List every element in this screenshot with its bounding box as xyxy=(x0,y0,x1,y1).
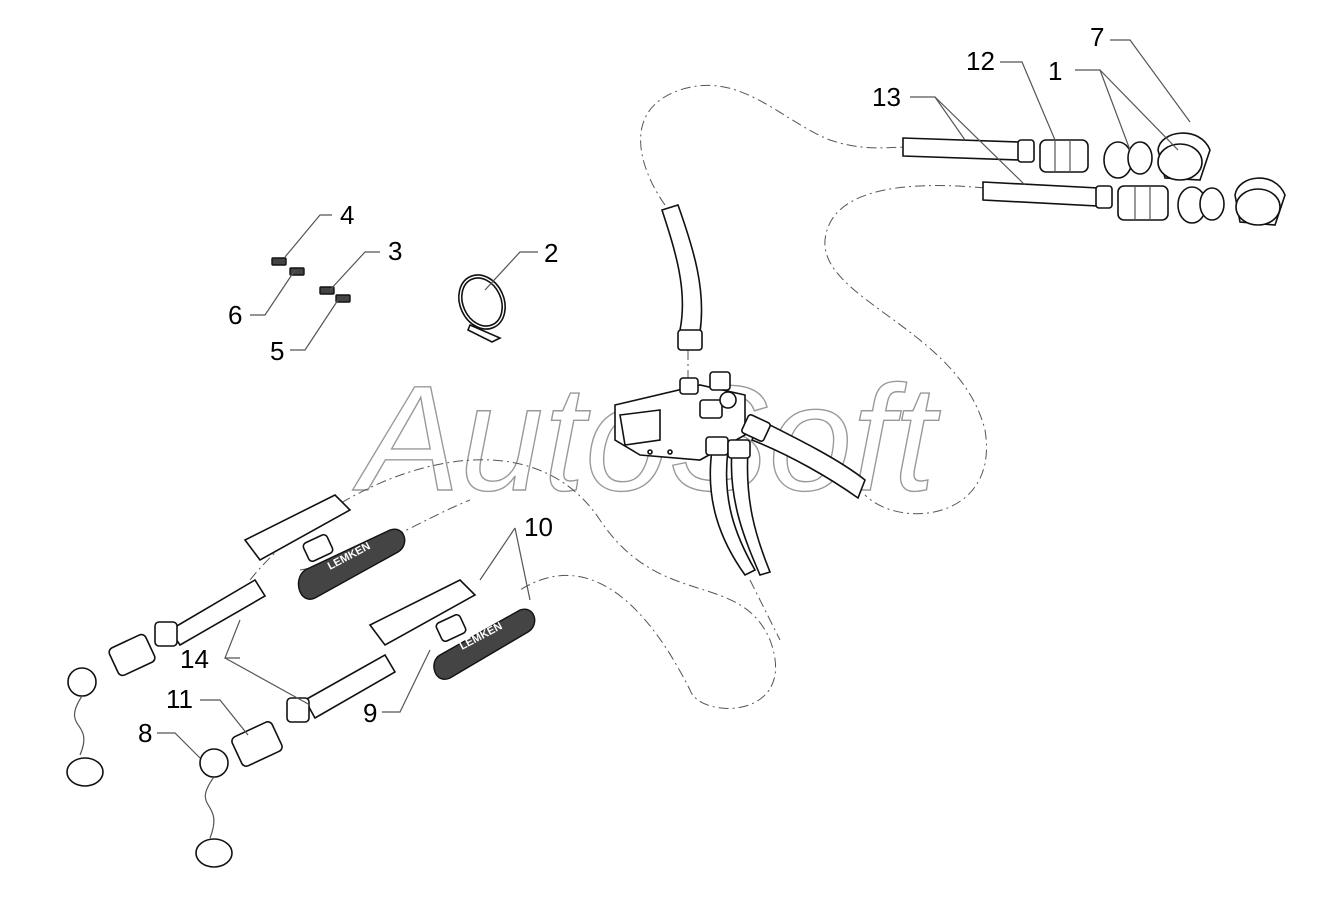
callout-3: 3 xyxy=(388,236,402,266)
callout-6: 6 xyxy=(228,300,242,330)
upper-right-assembly xyxy=(902,132,1286,226)
callout-10: 10 xyxy=(524,512,553,542)
callout-14: 14 xyxy=(180,644,209,674)
callout-12: 12 xyxy=(966,46,995,76)
callout-13: 13 xyxy=(872,82,901,112)
callout-7: 7 xyxy=(1090,22,1104,52)
callout-8: 8 xyxy=(138,718,152,748)
callout-5: 5 xyxy=(270,336,284,366)
callout-4: 4 xyxy=(340,200,354,230)
coupler-11-lower xyxy=(231,721,283,767)
hose-holders: LEMKEN LEMKEN xyxy=(243,494,536,680)
lower-hoses xyxy=(705,414,866,577)
hose-clamp xyxy=(458,274,506,343)
coupler-12-upper xyxy=(1039,139,1089,173)
coupler-11-upper xyxy=(108,633,156,677)
leader-lines xyxy=(157,39,1191,759)
coupler-12-lower xyxy=(1117,185,1169,221)
callout-11: 11 xyxy=(166,684,193,714)
upper-hose xyxy=(660,204,703,351)
callout-2: 2 xyxy=(544,238,558,268)
lower-left-assembly xyxy=(66,578,397,868)
callout-1: 1 xyxy=(1048,56,1062,86)
callout-numbers: 1 2 3 4 5 6 7 8 9 10 11 12 13 14 xyxy=(138,22,1104,748)
small-clips xyxy=(271,257,351,303)
callout-9: 9 xyxy=(363,698,377,728)
